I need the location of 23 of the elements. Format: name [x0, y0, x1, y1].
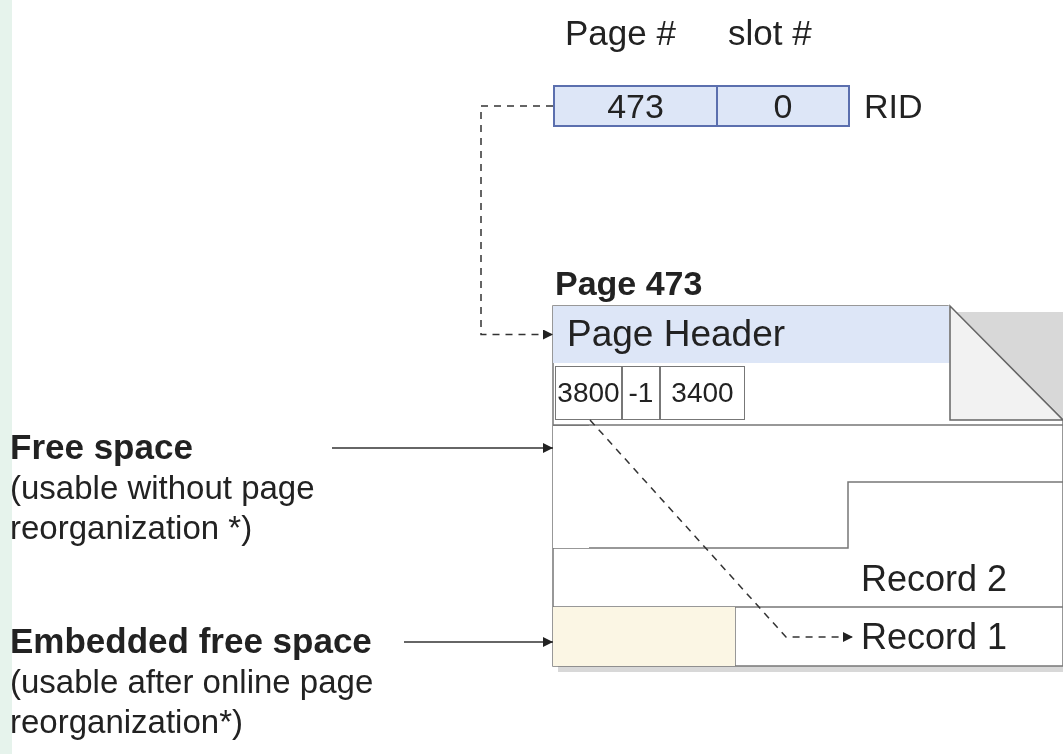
offset-cell: 3400 [660, 366, 745, 420]
column-heading: Page # [565, 13, 676, 53]
callout-heading: Free space [10, 428, 193, 466]
page-header [553, 306, 950, 363]
record-label: Record 1 [861, 616, 1051, 658]
arrow [331, 443, 554, 453]
cell-value: 473 [606, 87, 665, 125]
arrow [403, 637, 554, 647]
column-heading: slot # [728, 13, 812, 53]
callout-heading: Embedded free space [10, 622, 372, 660]
cell-value: 0 [772, 87, 794, 125]
header-text: Page Header [567, 313, 786, 355]
record-label: Record 2 [861, 558, 1051, 600]
free-space-region [553, 425, 589, 548]
offset-cell: -1 [622, 366, 660, 420]
rid-label: RID [864, 87, 923, 125]
page-title: Page 473 [555, 264, 703, 302]
arrow [480, 105, 554, 340]
embedded-free-space [553, 607, 735, 666]
callout-description: (usable after online page reorganization*) [10, 662, 375, 742]
offset-cell: 3800 [555, 366, 622, 420]
callout-description: (usable without page reorganization *) [10, 468, 316, 548]
arrow [589, 419, 854, 642]
